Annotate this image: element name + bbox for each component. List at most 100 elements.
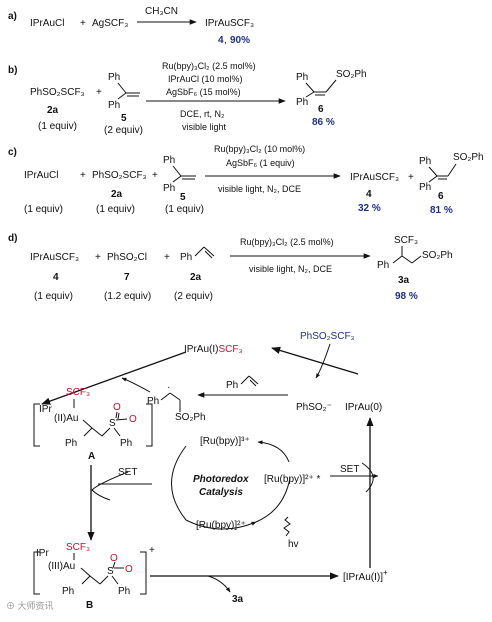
panel-b-prod-ph2: Ph [296, 97, 308, 108]
panel-d-reactant1: IPrAuSCF₃ [30, 252, 79, 263]
bond [115, 411, 118, 419]
photoredox-line2: Catalysis [199, 487, 243, 498]
cycle-styrene: Ph [226, 375, 259, 391]
set-left: SET [118, 467, 137, 478]
panel-d-reactant2-id: 7 [124, 272, 130, 283]
B-label: B [86, 600, 93, 611]
mechanism-cycle: IPrAu(I)SCF₃ PhSO₂SCF₃ PhSO₂⁻ IPrAu(0) P… [33, 331, 388, 611]
bond [82, 419, 93, 429]
panel-d-prod-yield: 98 % [395, 291, 418, 302]
panel-c-cond-2: AgSbF₆ (1 equiv) [226, 158, 295, 168]
panel-d-prod-id: 3a [398, 275, 410, 286]
panel-b-cond-4: DCE, rt, N₂ [180, 109, 225, 119]
panel-c-plus2: + [152, 170, 158, 181]
bond [112, 561, 116, 569]
panel-d-reactant2-equiv: (1.2 equiv) [104, 291, 151, 302]
panel-c-alkene-equiv: (1 equiv) [165, 204, 204, 215]
panel-d-styrene-ph: Ph [180, 252, 192, 263]
B-ph2: Ph [118, 586, 130, 597]
panel-c-plus3: + [408, 172, 414, 183]
panel-c-reactant1-equiv: (1 equiv) [24, 204, 63, 215]
ru3: [Ru(bpy)]³⁺ [200, 436, 250, 447]
B-o2-text: O [125, 564, 133, 575]
panel-c-cond-3: visible light, N₂, DCE [218, 184, 301, 194]
bond [91, 427, 103, 437]
panel-a-plus: + [80, 18, 86, 29]
bond [428, 175, 438, 183]
panel-d-product: SCF₃ Ph SO₂Ph [377, 235, 453, 271]
A-o1-text: O [113, 402, 121, 413]
bond [305, 91, 315, 98]
B-o1: O [110, 553, 118, 564]
A-label: A [88, 451, 95, 462]
B-ph1: Ph [62, 586, 74, 597]
panel-a-reactant1: IPrAuCl [30, 18, 64, 29]
panel-a-yield-id: 4 [218, 35, 224, 46]
intermediate-B: + IPr SCF₃ (III)Au Ph S O O Ph B [33, 542, 155, 611]
A-o2-text: O [129, 414, 137, 425]
bond [169, 392, 181, 401]
ru2: [Ru(bpy)]²⁺ [196, 520, 246, 531]
bond [117, 82, 127, 94]
panel-d-prod-scf3: SCF₃ [394, 235, 418, 246]
intermediate-A: IPr SCF₃ (II)Au Ph S O O Ph A [33, 387, 153, 462]
arrow-au0-to-top [271, 346, 359, 375]
bond [172, 165, 182, 177]
bond [401, 255, 413, 264]
bond [172, 175, 182, 183]
panel-b-alkene: Ph Ph [108, 72, 140, 111]
panel-d-prod-so2: SO₂Ph [422, 250, 453, 261]
bracket-right [140, 551, 147, 595]
cycle-au1-text: [IPrAu(I)] [343, 572, 383, 583]
panel-c-reactant2-equiv: (1 equiv) [96, 204, 135, 215]
hv-squiggle [283, 516, 291, 537]
cycle-radical: Ph · SO₂Ph [147, 382, 206, 423]
bracket-left [33, 551, 40, 595]
panel-a: a) IPrAuCl + AgSCF₃ CH₃CN IPrAuSCF₃ 4 , … [8, 6, 254, 46]
panel-c-prod-ph1: Ph [419, 156, 431, 167]
panel-c-cond-1: Ru(bpy)₃Cl₂ (10 mol%) [214, 144, 305, 154]
panel-b-reactant1-equiv: (1 equiv) [38, 121, 77, 132]
set-right: SET [340, 464, 359, 475]
cycle-reagent-text: PhSO₂SCF₃ [300, 331, 355, 342]
panel-b-cond-5: visible light [182, 122, 227, 132]
bond [248, 375, 259, 385]
cycle-sulfinate: PhSO₂⁻ [296, 402, 332, 413]
panel-c-product2-id: 6 [438, 191, 444, 202]
set-right-arc [361, 462, 374, 493]
cycle-sulfinate-charge: ⁻ [327, 402, 332, 413]
panel-d-plus1: + [95, 252, 101, 263]
bond [115, 418, 128, 421]
A-scf3: SCF₃ [66, 387, 90, 398]
cycle-sulfinate-text: PhSO₂ [296, 402, 327, 413]
bond [305, 82, 315, 93]
A-o1: O [113, 402, 121, 413]
bond [411, 255, 422, 264]
cycle-top-complex-scf3: SCF₃ [218, 344, 242, 355]
panel-b-alkene-id: 5 [121, 113, 127, 124]
bond [428, 166, 438, 177]
arrow-reagent-to-sulfinate [315, 343, 331, 379]
panel-c-plus1: + [80, 170, 86, 181]
cycle-radical-dot: · [167, 382, 170, 393]
bond [204, 250, 213, 259]
set-left-arc [91, 471, 129, 501]
panel-d: d) IPrAuSCF₃ 4 (1 equiv) + PhSO₂Cl 7 (1.… [8, 233, 453, 302]
B-s: S [107, 566, 114, 577]
bond [194, 246, 205, 257]
panel-b-cond-1: Ru(bpy)₃Cl₂ (2.5 mol%) [162, 61, 256, 71]
panel-d-styrene-equiv: (2 equiv) [174, 291, 213, 302]
panel-c-alkene-ph1: Ph [163, 155, 175, 166]
panel-a-condition: CH₃CN [145, 6, 178, 17]
photo-arc-bottom [185, 519, 257, 530]
cycle-styrene-ph: Ph [226, 380, 238, 391]
panel-d-reactant1-id: 4 [53, 272, 59, 283]
panel-d-reactant2: PhSO₂Cl [107, 252, 147, 263]
cycle-au0: IPrAu(0) [345, 402, 382, 413]
panel-b-alkene-equiv: (2 equiv) [104, 125, 143, 136]
bond [99, 575, 109, 585]
panel-a-label: a) [8, 11, 17, 22]
bond [240, 375, 250, 385]
photo-arc-left [171, 445, 187, 521]
